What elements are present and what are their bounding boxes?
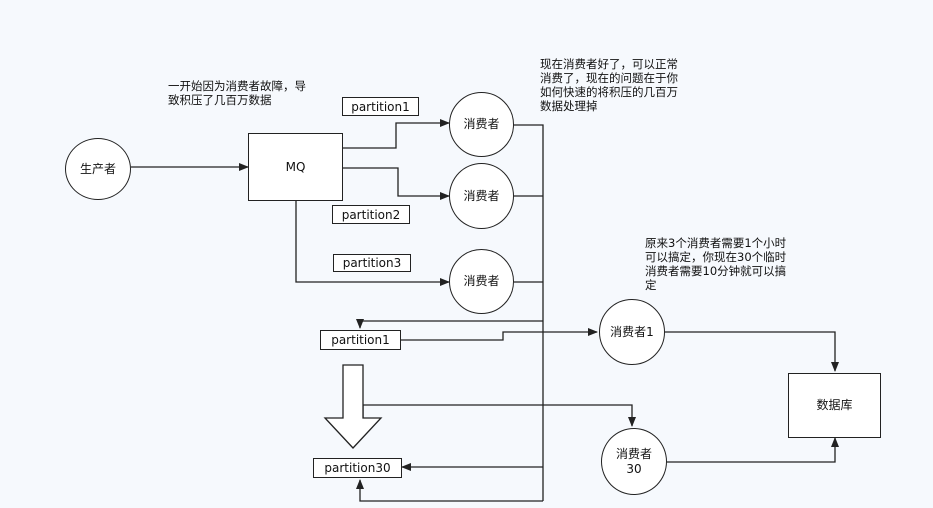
partition1-top-label: partition1 [351,99,410,114]
partition2-label: partition2 [341,207,401,222]
partition3-tag: partition3 [333,254,411,272]
partition1-new-label: partition1 [331,333,390,347]
consumer-c-label: 消费者 [463,274,500,288]
backlog-note: 一开始因为消费者故障，导 致积压了几百万数据 [168,79,306,107]
consumer-a-label: 消费者 [463,117,500,131]
scale-note: 原来3个消费者需要1个小时 可以搞定，你现在30个临时 消费者需要10分钟就可以… [645,236,787,292]
edge-consumer1-db [665,331,839,372]
edge-p30-consumer30 [362,404,636,427]
consumer-node-b: 消费者 [449,163,514,229]
edge-mq-consumer-b [343,167,450,200]
edge-p1-consumer1 [401,328,598,341]
edge-mq-consumer-a [343,119,450,149]
mq-node: MQ [248,133,343,201]
partition3-label: partition3 [342,256,402,270]
partition1-top-tag: partition1 [342,97,419,116]
edge-trunk-p30-bottom [356,479,543,502]
recovered-note: 现在消费者好了，可以正常 消费了，现在的问题在于你 如何快速的将积压的几百万 数… [540,57,678,113]
consumer-node-c: 消费者 [449,249,514,314]
partition30-tag: partition30 [313,458,402,478]
consumer-30-label: 消费者 30 [615,446,652,476]
database-label: 数据库 [816,398,853,412]
edge-consumer-a-trunk [514,124,544,501]
consumer-1-label: 消费者1 [610,324,654,339]
producer-node: 生产者 [65,138,131,200]
partition1-new-tag: partition1 [320,330,401,350]
edge-consumer30-db [667,437,839,463]
consumer-node-a: 消费者 [449,92,514,157]
edge-mq-consumer-c [295,201,450,286]
consumer-b-label: 消费者 [463,188,500,203]
partition2-tag: partition2 [332,205,410,224]
database-node: 数据库 [788,373,881,438]
consumer-30-node: 消费者 30 [601,428,667,495]
partition30-label: partition30 [324,461,391,475]
edge-trunk-p1 [356,319,543,329]
consumer-1-node: 消费者1 [599,299,665,365]
mq-label: MQ [285,159,306,174]
producer-label: 生产者 [79,161,116,176]
expand-arrow-icon [323,364,383,449]
